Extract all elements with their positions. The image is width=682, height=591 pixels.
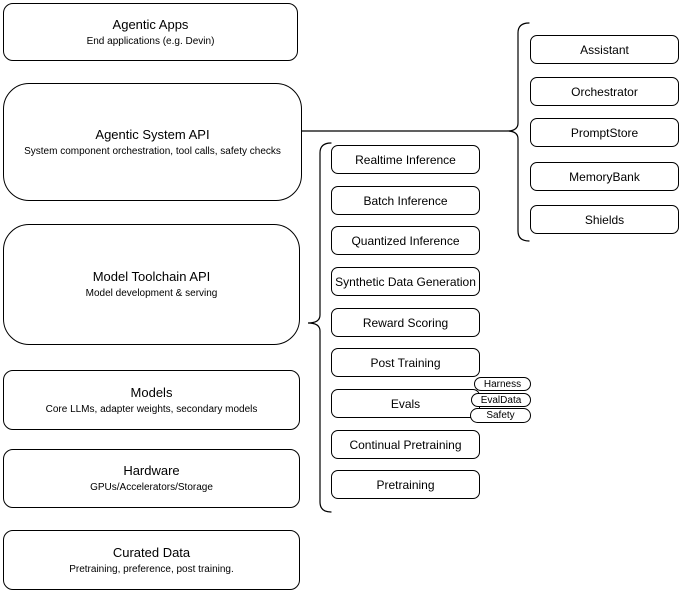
toolchain-brace <box>307 142 332 513</box>
node-hardware: Hardware GPUs/Accelerators/Storage <box>3 449 300 508</box>
node-model-toolchain-api: Model Toolchain API Model development & … <box>3 224 300 345</box>
node-subtitle: Pretraining, preference, post training. <box>69 563 234 575</box>
node-synthetic-data-generation: Synthetic Data Generation <box>331 267 480 296</box>
node-batch-inference: Batch Inference <box>331 186 480 215</box>
node-realtime-inference: Realtime Inference <box>331 145 480 174</box>
node-title: Agentic Apps <box>112 16 189 32</box>
node-curated-data: Curated Data Pretraining, preference, po… <box>3 530 300 590</box>
node-subtitle: End applications (e.g. Devin) <box>86 35 215 47</box>
node-post-training: Post Training <box>331 348 480 377</box>
node-pretraining: Pretraining <box>331 470 480 499</box>
node-reward-scoring: Reward Scoring <box>331 308 480 337</box>
node-subtitle: Model development & serving <box>85 288 218 299</box>
node-assistant: Assistant <box>530 35 679 64</box>
node-title: Model Toolchain API <box>92 269 211 284</box>
node-agentic-apps: Agentic Apps End applications (e.g. Devi… <box>3 3 298 61</box>
node-subtitle: Core LLMs, adapter weights, secondary mo… <box>45 403 258 415</box>
system-components-brace <box>506 22 530 242</box>
node-title: Models <box>130 384 173 400</box>
node-agentic-system-api: Agentic System API System component orch… <box>3 83 302 201</box>
node-title: Curated Data <box>112 544 191 560</box>
node-memorybank: MemoryBank <box>530 162 679 191</box>
node-promptstore: PromptStore <box>530 118 679 147</box>
pill-harness: Harness <box>474 377 531 391</box>
pill-evaldata: EvalData <box>471 393 531 407</box>
node-continual-pretraining: Continual Pretraining <box>331 430 480 459</box>
node-orchestrator: Orchestrator <box>530 77 679 106</box>
node-subtitle: System component orchestration, tool cal… <box>24 145 281 157</box>
pill-safety: Safety <box>470 408 531 423</box>
node-shields: Shields <box>530 205 679 234</box>
node-subtitle: GPUs/Accelerators/Storage <box>90 482 213 493</box>
node-title: Hardware <box>123 463 180 478</box>
node-models: Models Core LLMs, adapter weights, secon… <box>3 370 300 430</box>
node-title: Agentic System API <box>95 126 210 142</box>
node-evals: Evals <box>331 389 480 418</box>
node-quantized-inference: Quantized Inference <box>331 226 480 255</box>
